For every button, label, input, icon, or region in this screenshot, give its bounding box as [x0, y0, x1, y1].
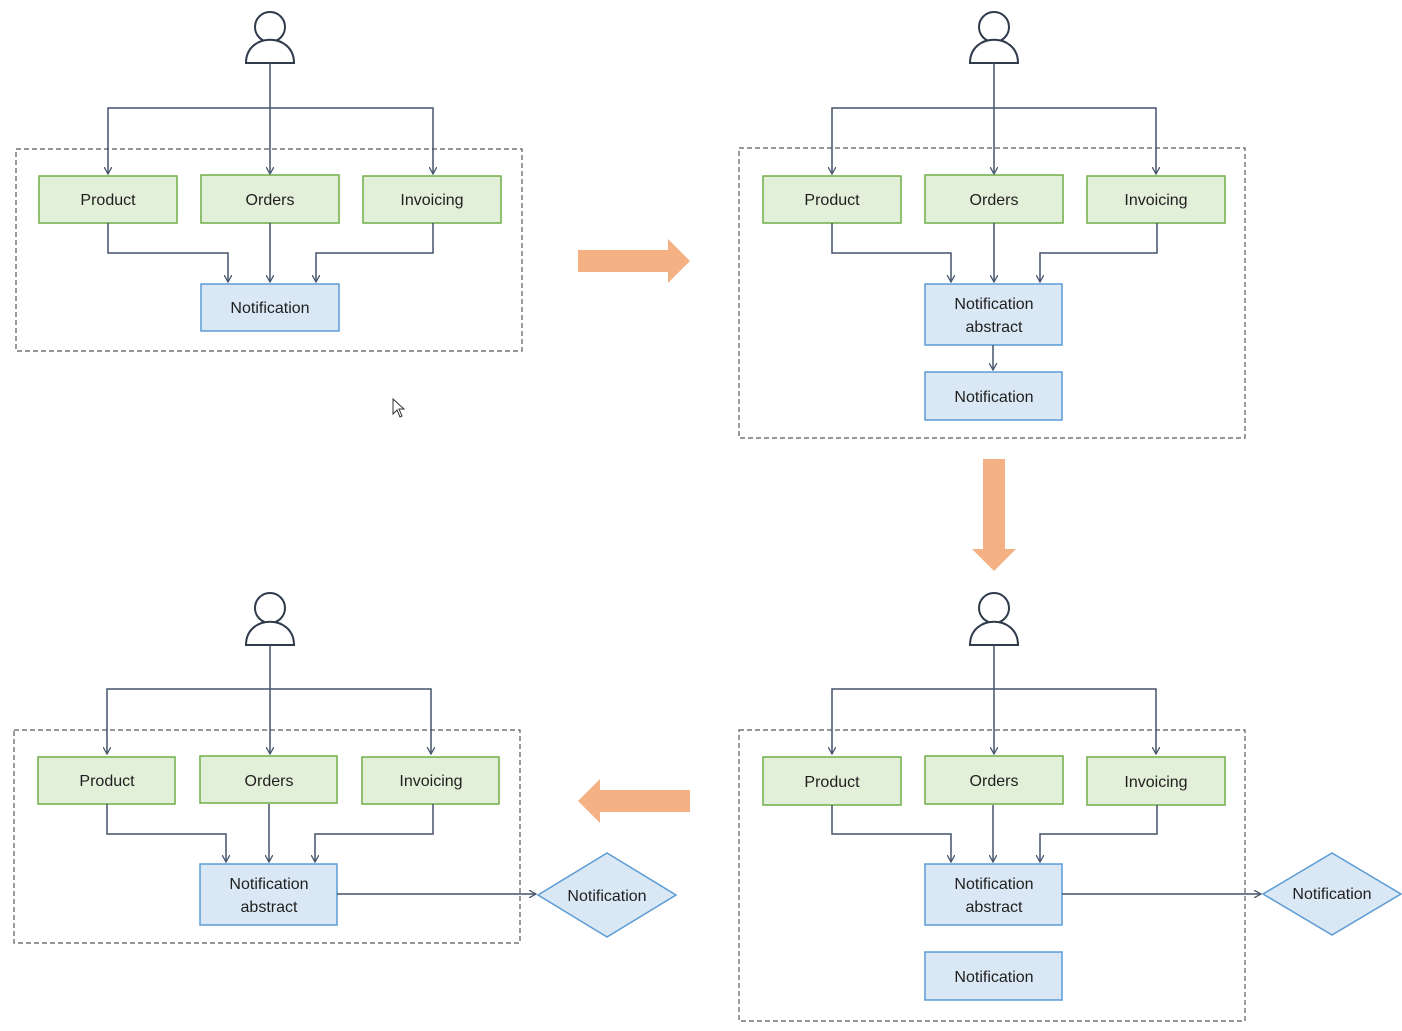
- service-label-invoicing: Invoicing: [400, 192, 463, 209]
- mouse-cursor-icon: [392, 397, 406, 418]
- edge-user-product: [108, 107, 270, 174]
- user-icon: [244, 592, 296, 646]
- external-notification-diamond[interactable]: [536, 852, 678, 938]
- service-box-orders[interactable]: [924, 755, 1064, 805]
- service-box-product[interactable]: [38, 175, 178, 224]
- label-line: abstract: [966, 319, 1023, 336]
- notification-box[interactable]: [200, 283, 340, 332]
- label-line: Notification: [954, 876, 1033, 893]
- service-box-orders[interactable]: [924, 174, 1064, 224]
- edge-product-notification: [107, 223, 228, 282]
- label-line: Notification: [954, 296, 1033, 313]
- edge-user-product: [832, 688, 994, 754]
- service-label-orders: Orders: [970, 773, 1019, 790]
- notification-abstract-box[interactable]: [924, 283, 1063, 346]
- system-boundary: [738, 729, 1246, 1022]
- edge-user-invoicing: [270, 688, 431, 754]
- service-box-product[interactable]: [762, 175, 902, 224]
- edge-product-abstract: [831, 223, 951, 282]
- edge-product-abstract: [831, 805, 951, 862]
- service-box-invoicing[interactable]: [1086, 175, 1226, 224]
- service-label-product: Product: [804, 192, 860, 209]
- thick-arrow-icon: [972, 459, 1016, 571]
- external-notification-label: Notification: [1292, 886, 1371, 903]
- panel-4: Product Orders Invoicing Notification abs…: [13, 592, 678, 944]
- edge-user-invoicing: [994, 107, 1156, 174]
- edge-user-product: [107, 688, 270, 754]
- notification-abstract-box[interactable]: [924, 863, 1063, 926]
- panel-2: Product Orders Invoicing Notification abs…: [738, 11, 1246, 439]
- service-box-orders[interactable]: [200, 174, 340, 224]
- service-label-invoicing: Invoicing: [1124, 192, 1187, 209]
- notification-box[interactable]: [924, 951, 1063, 1001]
- edge-user-product: [832, 107, 994, 174]
- service-label-invoicing: Invoicing: [1124, 774, 1187, 791]
- service-label-product: Product: [804, 774, 860, 791]
- service-label-orders: Orders: [970, 192, 1019, 209]
- edge-invoicing-abstract: [1040, 805, 1158, 862]
- notification-abstract-box[interactable]: [199, 863, 338, 926]
- system-boundary: [738, 147, 1246, 439]
- notification-box[interactable]: [924, 371, 1063, 421]
- user-icon: [244, 11, 296, 64]
- notification-label: Notification: [954, 969, 1033, 986]
- service-box-invoicing[interactable]: [1086, 756, 1226, 806]
- thick-arrow-icon: [578, 239, 690, 283]
- label-line: abstract: [241, 899, 298, 916]
- notification-abstract-label: Notification abstract: [954, 876, 1033, 916]
- service-label-product: Product: [80, 192, 136, 209]
- external-notification-label: Notification: [567, 888, 646, 905]
- notification-abstract-label: Notification abstract: [954, 296, 1033, 336]
- system-boundary: [13, 729, 521, 944]
- notification-abstract-label: Notification abstract: [229, 876, 308, 916]
- service-box-product[interactable]: [37, 756, 176, 805]
- edge-product-abstract: [106, 804, 226, 862]
- system-boundary: [15, 148, 523, 352]
- edge-invoicing-abstract: [315, 804, 434, 862]
- edge-invoicing-notification: [316, 223, 434, 282]
- notification-label: Notification: [230, 300, 309, 317]
- thick-arrow-icon: [578, 779, 690, 823]
- panel-3: Product Orders Invoicing Notification abs…: [738, 592, 1402, 1022]
- service-box-invoicing[interactable]: [361, 756, 500, 805]
- service-box-orders[interactable]: [199, 755, 338, 804]
- edge-invoicing-abstract: [1040, 223, 1158, 282]
- edge-user-invoicing: [270, 107, 433, 174]
- external-notification-diamond[interactable]: [1261, 852, 1402, 936]
- service-box-invoicing[interactable]: [362, 175, 502, 224]
- user-icon: [968, 11, 1020, 64]
- notification-label: Notification: [954, 389, 1033, 406]
- user-icon: [968, 592, 1020, 646]
- panel-1: Product Orders Invoicing Notification: [15, 11, 523, 352]
- edge-user-invoicing: [994, 688, 1156, 754]
- label-line: Notification: [229, 876, 308, 893]
- service-label-orders: Orders: [245, 773, 294, 790]
- service-label-invoicing: Invoicing: [399, 773, 462, 790]
- service-label-orders: Orders: [246, 192, 295, 209]
- label-line: abstract: [966, 899, 1023, 916]
- service-box-product[interactable]: [762, 756, 902, 806]
- service-label-product: Product: [79, 773, 135, 790]
